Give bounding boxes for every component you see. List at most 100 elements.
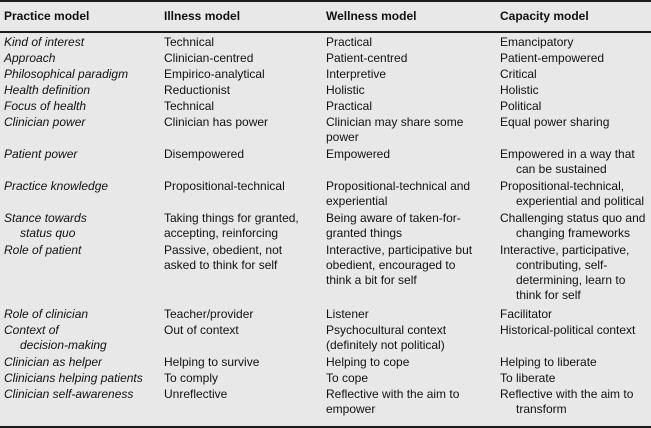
cell-line: Propositional-technical (164, 179, 285, 193)
illness-cell: Disempowered (164, 147, 244, 162)
cell-line: To cope (326, 371, 369, 385)
cell-line: experiential and political (516, 194, 645, 208)
illness-cell: Out of context (164, 323, 239, 338)
cell-line: Being aware of taken-for- (326, 211, 461, 225)
capacity-cell: Historical-political context (500, 323, 635, 338)
cell-line: Empowered in a way that (500, 147, 635, 161)
cell-line: Interactive, participative but (326, 243, 473, 257)
cell-line: Challenging status quo and (500, 211, 646, 225)
cell-line: Health definition (4, 83, 91, 97)
illness-cell: Teacher/provider (164, 307, 253, 322)
illness-cell: Helping to survive (164, 355, 259, 370)
illness-cell: Unreflective (164, 387, 227, 402)
cell-line: Clinician power (4, 115, 86, 129)
cell-line: obedient, encouraged to (326, 258, 456, 272)
wellness-cell: Interpretive (326, 67, 386, 82)
row-label: Patient power (4, 147, 77, 162)
row-label: Approach (4, 51, 55, 66)
cell-line: Political (500, 99, 542, 113)
capacity-cell: Equal power sharing (500, 115, 609, 130)
wellness-cell: Being aware of taken-for-granted things (326, 211, 461, 241)
illness-cell: Reductionist (164, 83, 230, 98)
illness-cell: Clinician has power (164, 115, 268, 130)
cell-line: Equal power sharing (500, 115, 610, 129)
capacity-cell: To liberate (500, 371, 555, 386)
cell-line: transform (516, 402, 567, 416)
cell-line: Practical (326, 99, 373, 113)
wellness-cell: Patient-centred (326, 51, 407, 66)
cell-line: Patient power (4, 147, 78, 161)
cell-line: Focus of health (4, 99, 87, 113)
cell-line: granted things (326, 226, 403, 240)
header-wellness-model: Wellness model (326, 9, 417, 23)
cell-line: Historical-political context (500, 323, 636, 337)
capacity-cell: Political (500, 99, 541, 114)
illness-cell: Empirico-analytical (164, 67, 265, 82)
cell-line: Philosophical paradigm (4, 67, 129, 81)
cell-line: power (326, 130, 359, 144)
cell-line: Holistic (326, 83, 365, 97)
wellness-cell: Holistic (326, 83, 365, 98)
cell-line: Approach (4, 51, 56, 65)
cell-line: decision-making (20, 338, 107, 352)
cell-line: accepting, reinforcing (164, 226, 279, 240)
cell-line: asked to think for self (164, 258, 278, 272)
cell-line: Technical (164, 99, 215, 113)
cell-line: Practical (326, 35, 373, 49)
cell-line: Reflective with the aim to (500, 387, 634, 401)
cell-line: Propositional-technical and (326, 179, 471, 193)
cell-line: Kind of interest (4, 35, 85, 49)
cell-line: Empirico-analytical (164, 67, 265, 81)
cell-line: Clinician as helper (4, 355, 103, 369)
capacity-cell: Facilitator (500, 307, 552, 322)
wellness-cell: Empowered (326, 147, 390, 162)
cell-line: To comply (164, 371, 219, 385)
illness-cell: To comply (164, 371, 218, 386)
row-label: Practice knowledge (4, 179, 108, 194)
cell-line: Stance towards (4, 211, 87, 225)
header-capacity-model: Capacity model (500, 9, 589, 23)
cell-line: changing frameworks (516, 226, 631, 240)
cell-line: Clinician-centred (164, 51, 254, 65)
illness-cell: Propositional-technical (164, 179, 285, 194)
cell-line: empower (326, 402, 376, 416)
row-label: Kind of interest (4, 35, 84, 50)
cell-line: (definitely not political) (326, 338, 445, 352)
illness-cell: Taking things for granted,accepting, rei… (164, 211, 299, 241)
cell-line: Patient-centred (326, 51, 408, 65)
cell-line: Teacher/provider (164, 307, 254, 321)
cell-line: Practice knowledge (4, 179, 109, 193)
illness-cell: Clinician-centred (164, 51, 253, 66)
cell-line: Facilitator (500, 307, 553, 321)
cell-line: Reductionist (164, 83, 231, 97)
wellness-cell: Practical (326, 99, 372, 114)
cell-line: Psychocultural context (326, 323, 447, 337)
wellness-cell: Psychocultural context(definitely not po… (326, 323, 446, 353)
cell-line: status quo (20, 226, 76, 240)
header-practice-model: Practice model (4, 9, 90, 23)
row-label: Clinician self-awareness (4, 387, 133, 402)
cell-line: Clinician self-awareness (4, 387, 134, 401)
cell-line: To liberate (500, 371, 556, 385)
header-rule (0, 31, 651, 33)
cell-line: Interactive, participative, (500, 243, 630, 257)
cell-line: Critical (500, 67, 537, 81)
cell-line: Clinician has power (164, 115, 269, 129)
capacity-cell: Critical (500, 67, 537, 82)
row-label: Focus of health (4, 99, 86, 114)
cell-line: Empowered (326, 147, 391, 161)
illness-cell: Technical (164, 99, 214, 114)
cell-line: Out of context (164, 323, 239, 337)
cell-line: Taking things for granted, (164, 211, 299, 225)
cell-line: Context of (4, 323, 59, 337)
row-label: Clinicians helping patients (4, 371, 143, 386)
header-illness-model: Illness model (164, 9, 241, 23)
capacity-cell: Helping to liberate (500, 355, 597, 370)
capacity-cell: Propositional-technical,experiential and… (500, 179, 644, 209)
illness-cell: Technical (164, 35, 214, 50)
